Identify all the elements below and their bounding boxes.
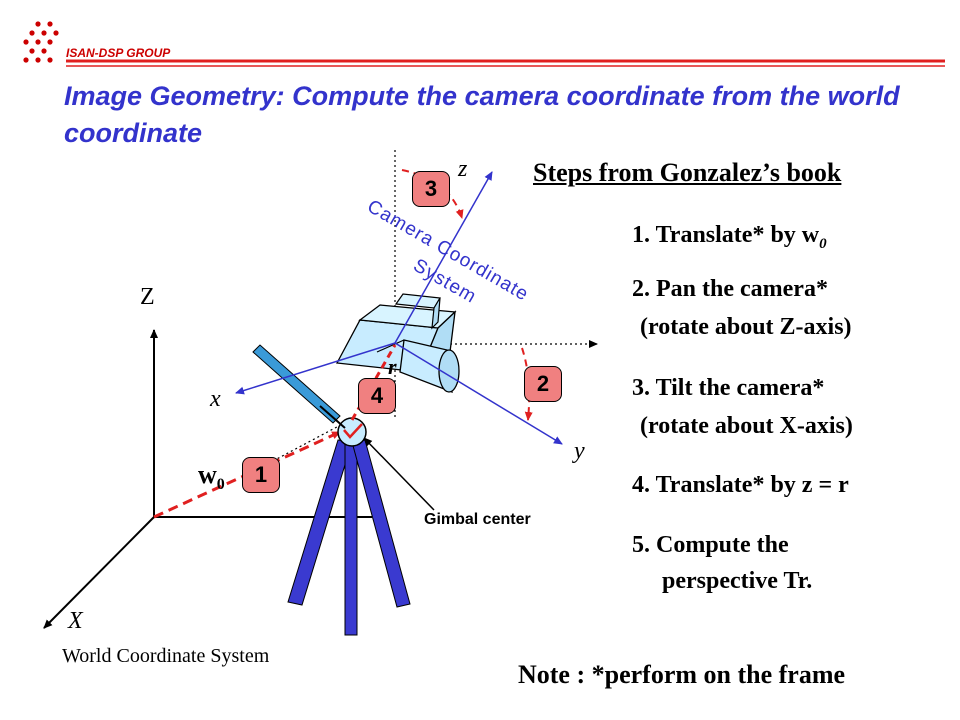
header-rule bbox=[66, 59, 945, 67]
camera-body bbox=[335, 293, 460, 393]
step-2-line1: 2. Pan the camera* bbox=[632, 276, 828, 302]
logo-text: ISAN-DSP GROUP bbox=[66, 46, 171, 60]
world-x-label: X bbox=[68, 608, 83, 634]
steps-heading: Steps from Gonzalez’s book bbox=[533, 158, 842, 187]
step-5-line2: perspective Tr. bbox=[662, 568, 813, 594]
step-5-line1: 5. Compute the bbox=[632, 532, 789, 558]
group-logo-icon bbox=[23, 21, 59, 63]
w0-label: w0 bbox=[198, 460, 225, 494]
step-badge-3: 3 bbox=[412, 171, 450, 207]
pan-arc bbox=[521, 347, 533, 421]
step-3-line1: 3. Tilt the camera* bbox=[632, 375, 825, 401]
step-1: 1. Translate* by w0 bbox=[632, 222, 827, 252]
camera-y-label: y bbox=[574, 438, 585, 464]
r-label: r bbox=[388, 354, 397, 379]
camera-handle bbox=[252, 344, 341, 424]
page-title: Image Geometry: Compute the camera coord… bbox=[64, 81, 900, 148]
step-badge-4: 4 bbox=[358, 378, 396, 414]
world-z-label: Z bbox=[140, 284, 155, 310]
step-3-line2: (rotate about X-axis) bbox=[640, 413, 853, 439]
step-badge-2: 2 bbox=[524, 366, 562, 402]
camera-x-label: x bbox=[210, 386, 221, 412]
world-system-label: World Coordinate System bbox=[62, 645, 270, 667]
camera-z-axis bbox=[394, 171, 493, 344]
camera-z-label: z bbox=[458, 156, 468, 182]
camera-y-axis bbox=[394, 342, 563, 445]
gimbal-label: Gimbal center bbox=[424, 511, 531, 528]
world-x-axis bbox=[43, 516, 155, 629]
step-4: 4. Translate* by z = r bbox=[632, 472, 849, 498]
tripod-leg-left bbox=[287, 439, 353, 606]
footnote: Note : *perform on the frame bbox=[518, 660, 846, 689]
step-2-line2: (rotate about Z-axis) bbox=[640, 314, 852, 340]
tripod-leg-mid bbox=[344, 441, 358, 636]
tripod-leg-right bbox=[351, 439, 411, 608]
gimbal bbox=[337, 417, 367, 447]
step-badge-1: 1 bbox=[242, 457, 280, 493]
camera-x-axis bbox=[235, 342, 396, 395]
